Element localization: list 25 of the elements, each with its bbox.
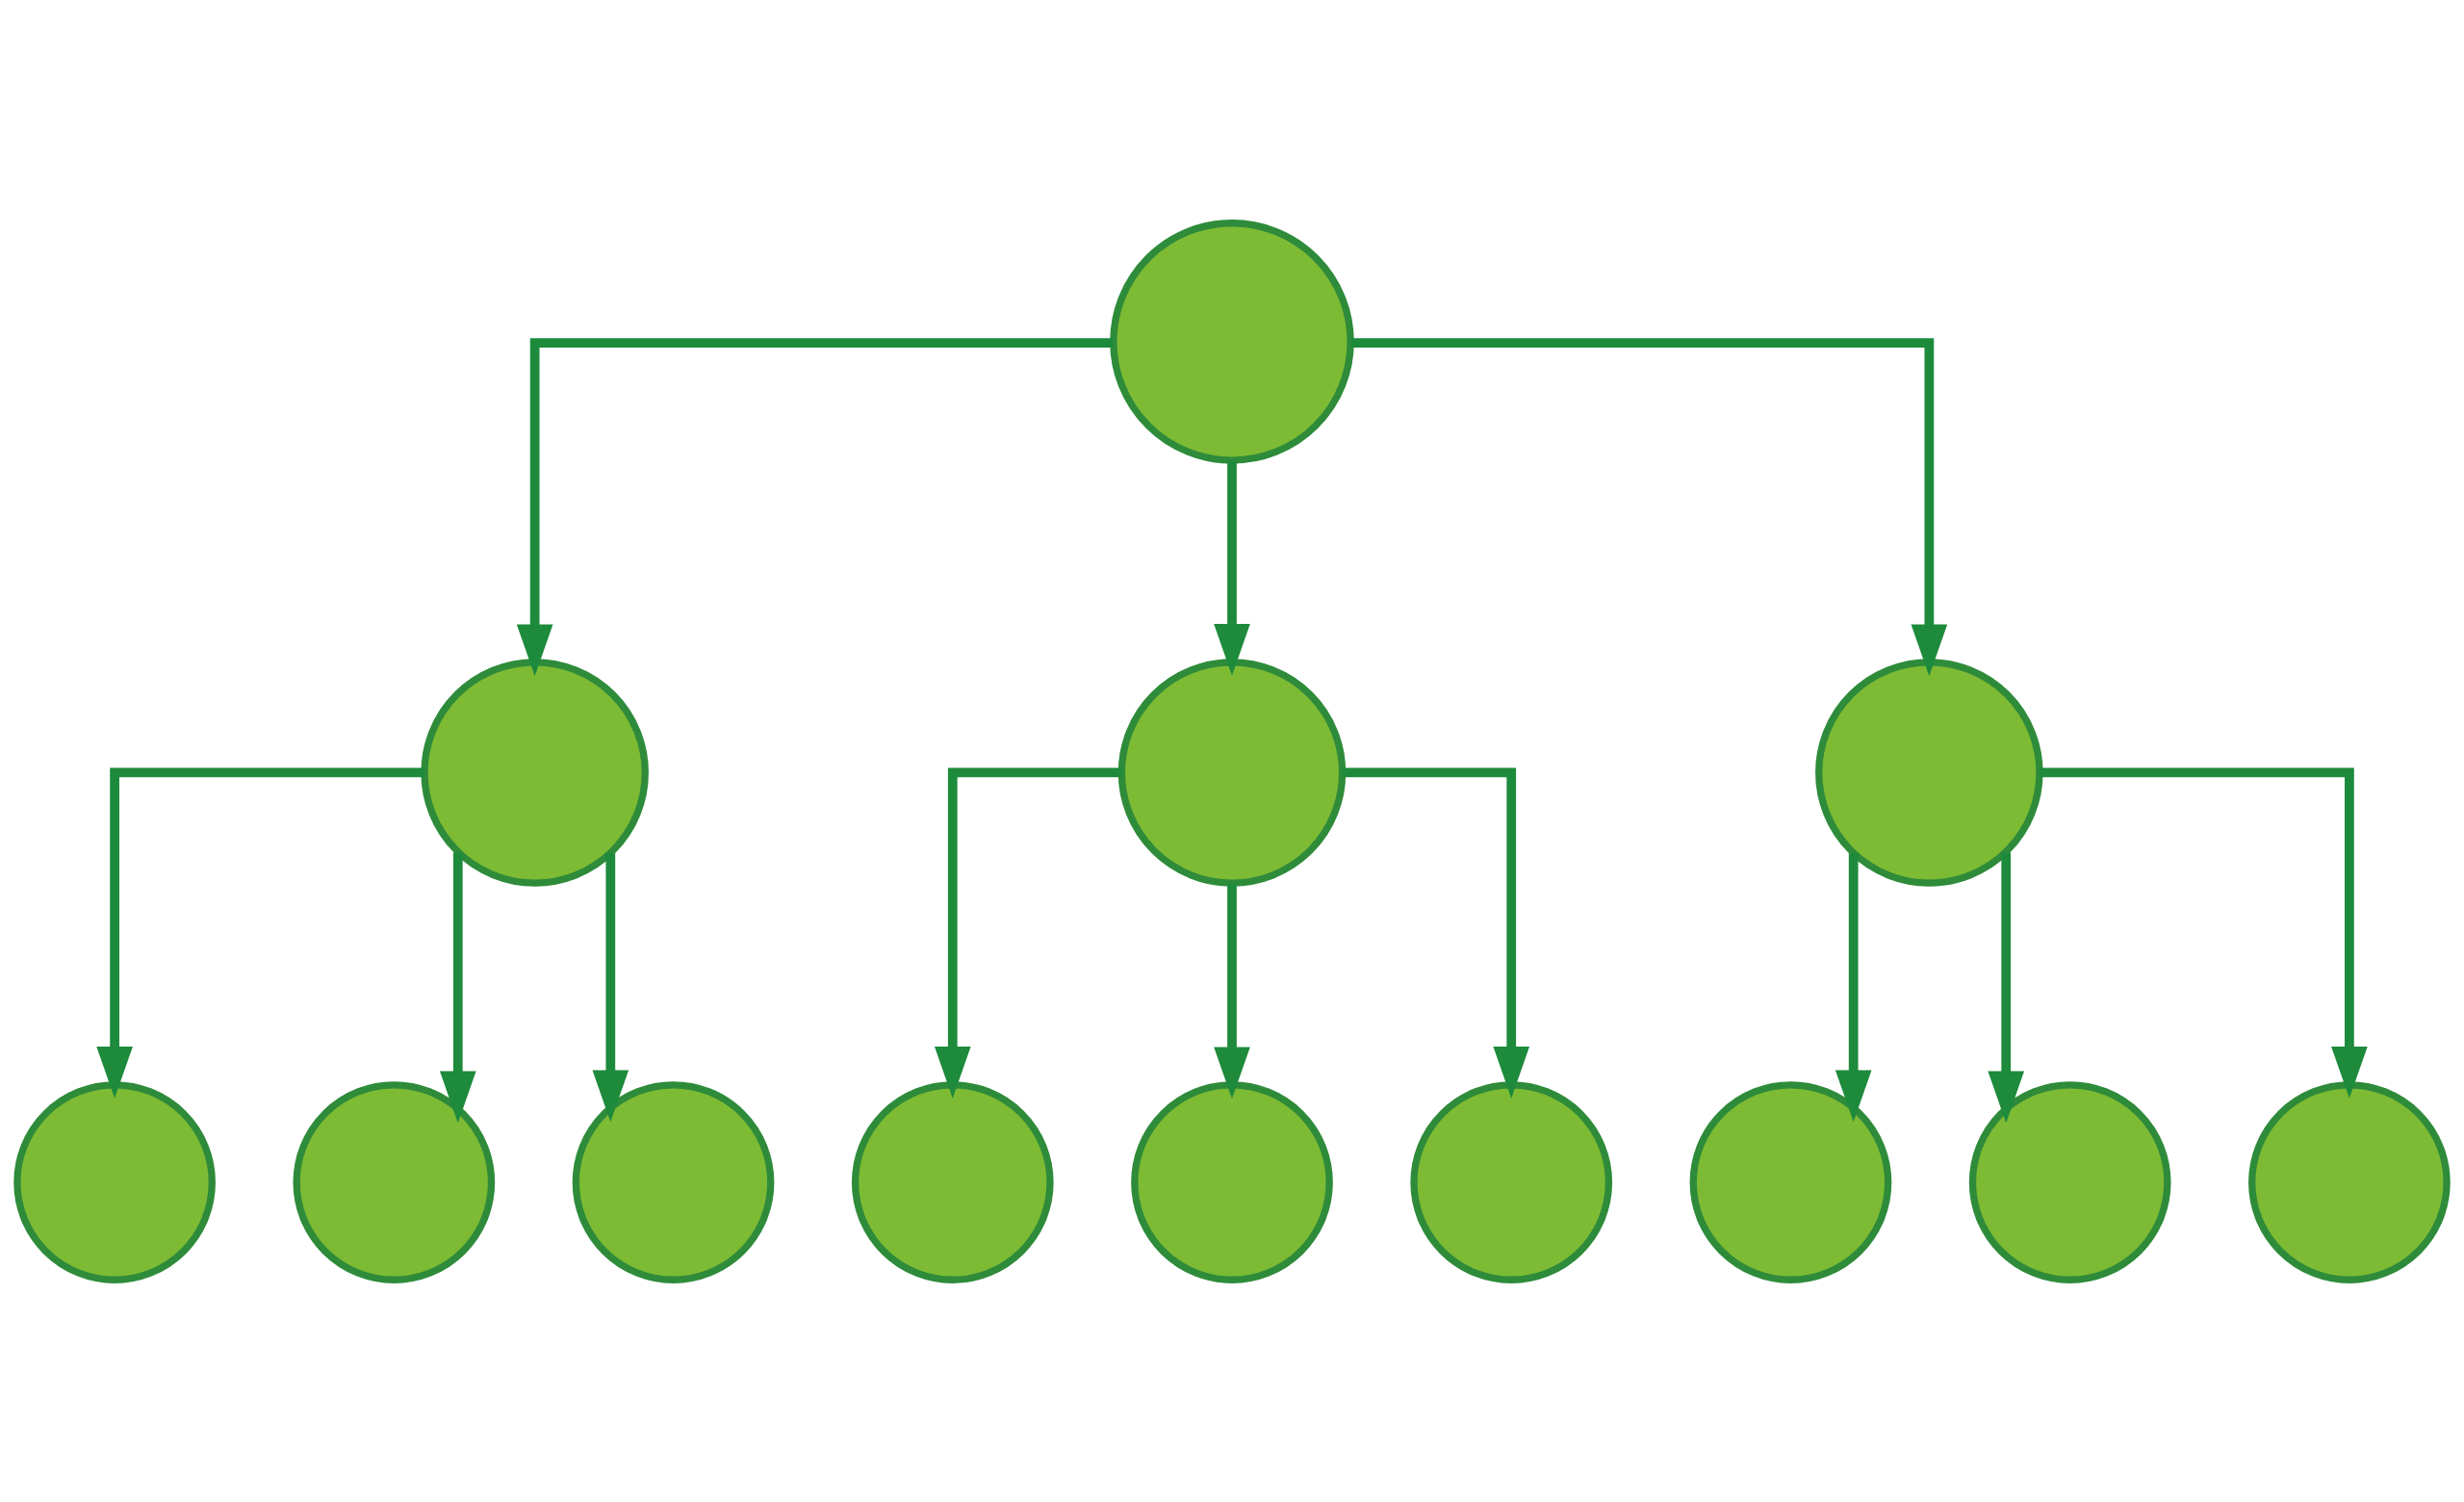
node-person <box>1815 658 2043 887</box>
node-person <box>421 658 649 887</box>
node-person <box>572 1080 775 1283</box>
node-person <box>1117 658 1347 887</box>
node-person <box>1968 1080 2171 1283</box>
arrow <box>96 767 424 1099</box>
node-person <box>851 1080 1054 1283</box>
arrow <box>439 852 476 1123</box>
arrow <box>1988 852 2025 1123</box>
node-person <box>293 1080 496 1283</box>
arrow <box>592 853 629 1122</box>
arrow <box>934 767 1122 1099</box>
node-person <box>1131 1080 1333 1283</box>
node-person <box>2248 1080 2451 1283</box>
arrow <box>1214 459 1250 676</box>
node-person <box>1410 1080 1613 1283</box>
node-person <box>1689 1080 1892 1283</box>
node-person <box>13 1080 216 1283</box>
arrow <box>516 337 1114 676</box>
arrow <box>1350 337 1948 676</box>
arrow <box>1342 767 1530 1099</box>
arrow <box>2040 767 2368 1099</box>
arrow <box>1835 853 1872 1122</box>
node-person <box>1110 219 1354 464</box>
arrow <box>1214 883 1250 1099</box>
